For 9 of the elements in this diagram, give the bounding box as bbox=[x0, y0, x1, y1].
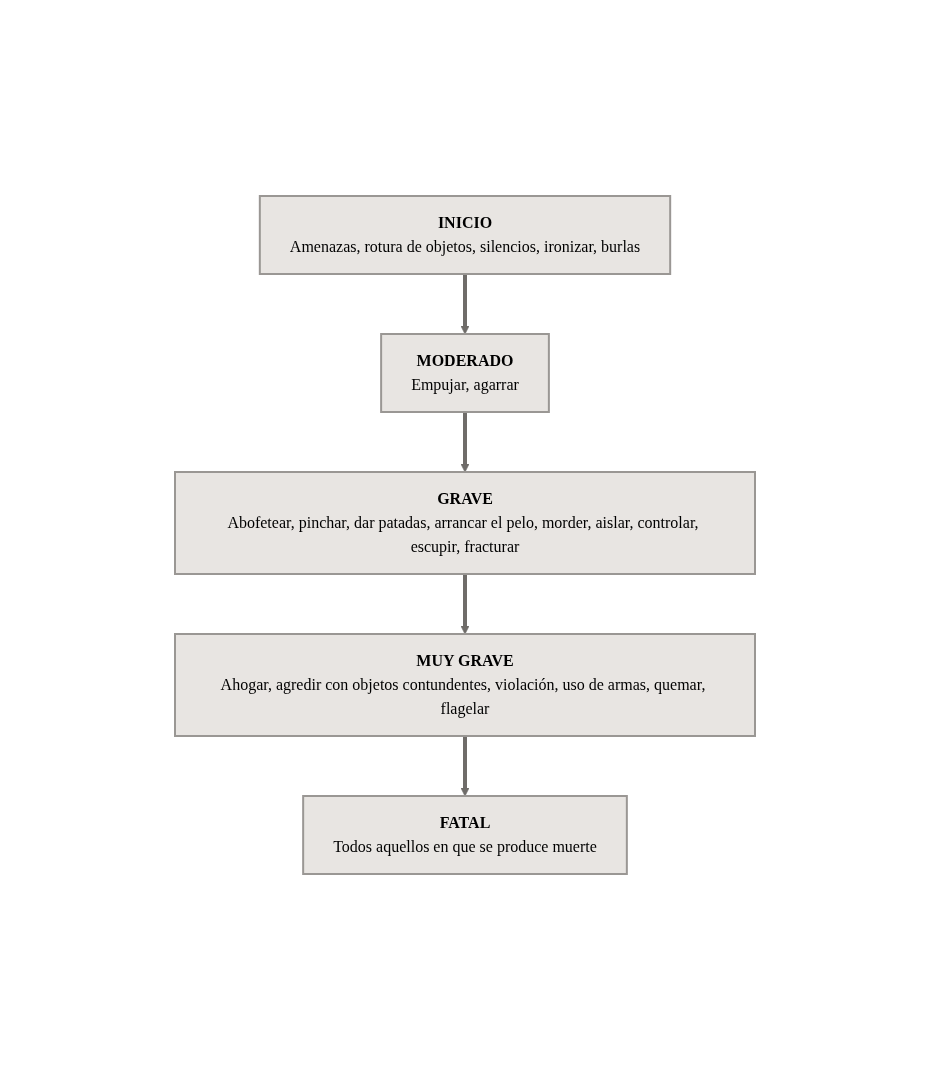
arrow bbox=[460, 274, 470, 335]
node-box: MUY GRAVE Ahogar, agredir con objetos contundentes, violación, uso de armas, quemar, flagelar bbox=[174, 633, 756, 737]
node-box: MODERADO Empujar, agarrar bbox=[380, 333, 550, 413]
node-box: GRAVE Abofetear, pinchar, dar patadas, arrancar el pelo, morder, aislar, controlar, escupir, fracturar bbox=[174, 471, 756, 575]
arrow bbox=[460, 574, 470, 635]
node-box: FATAL Todos aquellos en que se produce muerte bbox=[302, 795, 628, 875]
arrow bbox=[460, 736, 470, 797]
arrow bbox=[460, 412, 470, 473]
node-box: INICIO Amenazas, rotura de objetos, silencios, ironizar, burlas bbox=[258, 195, 672, 275]
